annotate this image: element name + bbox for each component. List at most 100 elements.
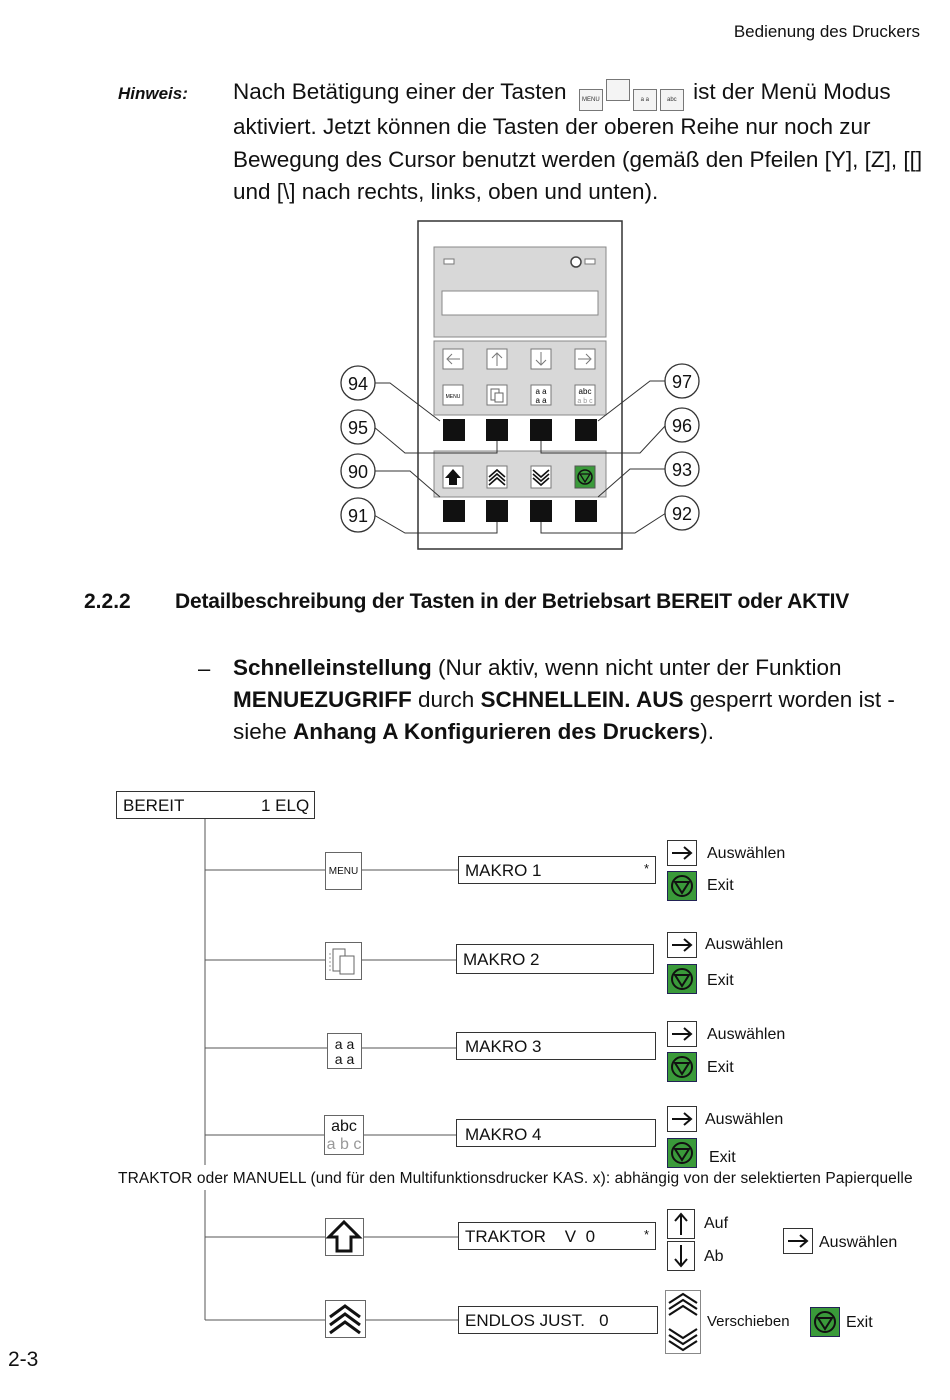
exit-icon xyxy=(667,964,697,994)
down-arrow-icon xyxy=(667,1241,695,1271)
select-label-5: Auswählen xyxy=(819,1234,898,1251)
select-arrow-icon xyxy=(783,1228,813,1254)
exit-label-5: Exit xyxy=(846,1314,873,1331)
note-label: Hinweis: xyxy=(118,84,188,103)
up-arrow-icon xyxy=(667,1209,695,1239)
abc-key-bottom: a b c xyxy=(326,1136,362,1153)
bullet-bold-menuezugriff: MENUEZUGRIFF xyxy=(233,687,412,712)
status-display: BEREIT 1 ELQ xyxy=(116,791,315,819)
abc-key-top: abc xyxy=(331,1118,357,1135)
bullet-text-3: gesperrt worden ist - siehe xyxy=(233,687,895,744)
makro-1-star: * xyxy=(643,861,649,876)
control-panel-figure: MENU a a a a abc a b c xyxy=(340,220,700,550)
aa-key-bottom: a a xyxy=(334,1051,355,1067)
select-label-2: Auswählen xyxy=(705,936,784,953)
svg-text:a a: a a xyxy=(535,387,547,396)
makro-1-label: MAKRO 1 xyxy=(465,861,542,880)
abc-key-icon: abc xyxy=(659,89,684,111)
exit-icon xyxy=(667,1052,697,1082)
up-label: Auf xyxy=(704,1215,729,1232)
makro-1-box: MAKRO 1 * xyxy=(458,856,656,884)
callout-circles xyxy=(340,363,700,533)
running-header: Bedienung des Druckers xyxy=(733,22,920,41)
exit-label-1: Exit xyxy=(707,877,734,894)
callout-90: 90 xyxy=(348,462,368,482)
page-number: 2-3 xyxy=(8,1348,39,1371)
bullet-text-2: durch xyxy=(411,687,481,712)
arrow-key-row xyxy=(442,348,596,370)
down-label: Ab xyxy=(704,1248,724,1265)
function-key-row: MENU a a a a abc a b c xyxy=(442,384,596,406)
bullet-text-1: (Nur aktiv, wenn nicht unter der Funktio… xyxy=(431,655,842,680)
endlos-label: ENDLOS JUST. 0 xyxy=(465,1311,609,1330)
exit-icon xyxy=(667,1138,697,1168)
endlos-box: ENDLOS JUST. 0 xyxy=(458,1306,658,1334)
copy-key-icon xyxy=(325,942,362,980)
bullet-text: Schnelleinstellung (Nur aktiv, wenn nich… xyxy=(233,652,923,748)
traktor-box: TRAKTOR V 0 * xyxy=(458,1222,656,1250)
key-row-upper xyxy=(443,419,597,441)
callout-92: 92 xyxy=(672,504,692,524)
callout-97: 97 xyxy=(672,372,692,392)
shift-keys-icon xyxy=(665,1290,701,1354)
section-number: 2.2.2 xyxy=(84,590,131,613)
note-text-after: ist der Menü Modus aktiviert. Jetzt könn… xyxy=(233,79,923,204)
callout-91: 91 xyxy=(348,506,368,526)
select-arrow-icon xyxy=(667,1021,697,1047)
shift-label: Verschieben xyxy=(707,1313,790,1330)
exit-label-2: Exit xyxy=(707,972,734,989)
callout-95: 95 xyxy=(348,418,368,438)
select-label-4: Auswählen xyxy=(705,1111,784,1128)
exit-icon xyxy=(810,1307,840,1337)
bullet-dash: – xyxy=(198,656,211,681)
select-arrow-icon xyxy=(667,840,697,866)
abc-key-icon: abc a b c xyxy=(324,1115,364,1155)
callout-96: 96 xyxy=(672,416,692,436)
makro-4-box: MAKRO 4 xyxy=(456,1119,656,1147)
svg-text:a b c: a b c xyxy=(577,398,593,405)
aa-key-icon: a a xyxy=(632,89,657,111)
exit-label-3: Exit xyxy=(707,1059,734,1076)
select-label-3: Auswählen xyxy=(707,1026,786,1043)
svg-text:a a: a a xyxy=(535,396,547,405)
aa-key-icon: a a a a xyxy=(327,1033,362,1069)
exit-label-4: Exit xyxy=(709,1149,736,1166)
select-label-1: Auswählen xyxy=(707,845,786,862)
makro-4-label: MAKRO 4 xyxy=(465,1125,542,1144)
shift-key-icon xyxy=(325,1218,364,1256)
copy-key-icon xyxy=(605,79,630,101)
bullet-text-4: ). xyxy=(700,719,714,744)
select-arrow-icon xyxy=(667,932,697,958)
makro-3-label: MAKRO 3 xyxy=(465,1037,542,1056)
callout-lines xyxy=(373,380,667,534)
key-row-lower xyxy=(443,500,597,522)
callout-93: 93 xyxy=(672,460,692,480)
svg-text:abc: abc xyxy=(579,387,592,396)
makro-2-box: MAKRO 2 xyxy=(456,944,654,974)
bullet-bold-schnellein: SCHNELLEIN. AUS xyxy=(480,687,684,712)
status-text: BEREIT xyxy=(123,796,185,815)
panel-body xyxy=(417,220,623,550)
exit-icon xyxy=(667,871,697,901)
note-text-before: Nach Betätigung einer der Tasten xyxy=(233,79,567,104)
traktor-label: TRAKTOR V 0 xyxy=(465,1227,596,1246)
menu-key-icon: MENU xyxy=(325,852,362,890)
bullet-bold-anhang: Anhang A Konfigurieren des Druckers xyxy=(293,719,701,744)
makro-3-box: MAKRO 3 xyxy=(456,1032,656,1060)
paper-source-note: TRAKTOR oder MANUELL (und für den Multif… xyxy=(118,1170,913,1187)
forward-key-icon xyxy=(325,1300,366,1338)
makro-2-label: MAKRO 2 xyxy=(463,950,540,969)
paper-key-icons xyxy=(442,465,596,489)
menu-key-label: MENU xyxy=(446,394,461,400)
traktor-star: * xyxy=(643,1227,649,1242)
menu-key-text: MENU xyxy=(328,866,359,877)
section-title: Detailbeschreibung der Tasten in der Bet… xyxy=(175,590,850,613)
aa-key-top: a a xyxy=(334,1036,355,1052)
select-arrow-icon xyxy=(667,1106,697,1132)
bullet-term: Schnelleinstellung xyxy=(233,655,432,680)
callout-94: 94 xyxy=(348,374,368,394)
status-font: 1 ELQ xyxy=(261,796,310,815)
